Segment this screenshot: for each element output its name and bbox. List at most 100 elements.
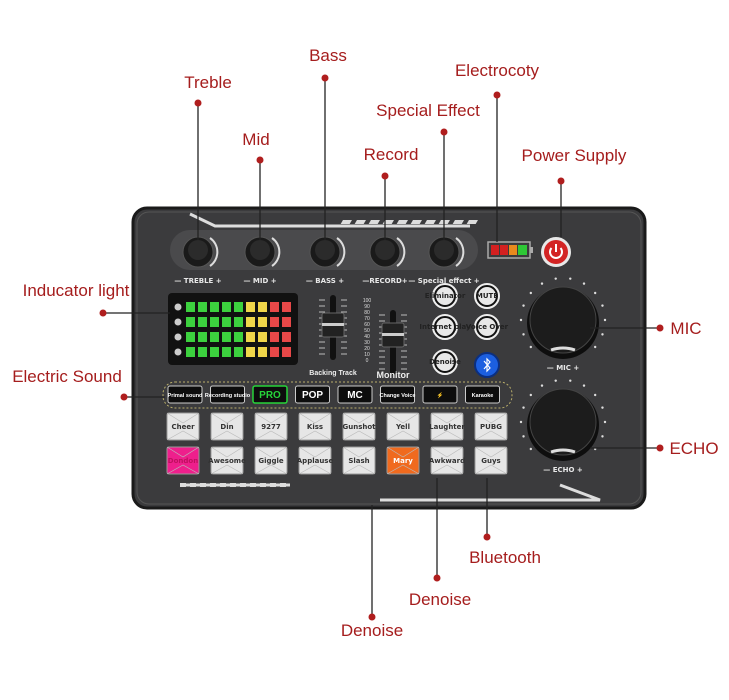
- hatch-mark: [410, 220, 422, 224]
- backing-track-fader[interactable]: [319, 295, 347, 360]
- callout-dot: [256, 156, 264, 164]
- side-button-1[interactable]: MUTE: [474, 283, 500, 309]
- callout-record: Record: [364, 145, 419, 240]
- echo-knob[interactable]: — ECHO +: [519, 379, 607, 474]
- callout-label: Record: [364, 145, 419, 164]
- sound-pad[interactable]: Giggle: [254, 446, 288, 475]
- sound-pad[interactable]: Awesome: [208, 446, 246, 475]
- mode-button-4[interactable]: MC: [337, 385, 373, 404]
- power-button[interactable]: [541, 237, 571, 267]
- bluetooth-button[interactable]: [474, 352, 500, 378]
- meter-led: [234, 347, 243, 357]
- mode-button-1[interactable]: Recording studio: [205, 385, 251, 404]
- knob-tick: [529, 291, 533, 295]
- sound-pad[interactable]: Applause: [297, 446, 334, 475]
- sound-pad[interactable]: Dondon: [166, 446, 200, 475]
- mode-button-7[interactable]: Karaoke: [465, 385, 500, 404]
- knob-tick: [569, 277, 572, 280]
- hatch-mark: [396, 220, 408, 224]
- mode-button-group: [162, 381, 513, 409]
- knob-record[interactable]: —RECORD+: [362, 236, 408, 285]
- sound-pad[interactable]: Slash: [342, 446, 376, 475]
- meter-led: [246, 302, 255, 312]
- sound-pad[interactable]: Din: [210, 412, 244, 441]
- fader-scale-tick: 10: [364, 352, 370, 358]
- sound-pad-label: Awkward: [429, 457, 465, 465]
- hatch-mark: [466, 220, 478, 224]
- knob-label: — TREBLE +: [174, 277, 221, 285]
- hatch-mark: [260, 483, 266, 487]
- mode-button-label: Karaoke: [472, 393, 494, 399]
- hatch-mark: [270, 483, 276, 487]
- side-button-4[interactable]: Denoise: [429, 349, 461, 375]
- hatch-mark: [210, 483, 216, 487]
- callout-echo: ECHO: [590, 439, 719, 458]
- sound-pad[interactable]: Yell: [386, 412, 420, 441]
- side-button-label: Eliminator: [425, 292, 466, 300]
- meter-led: [210, 317, 219, 327]
- mic-knob[interactable]: — MIC +: [519, 277, 607, 372]
- knob-tick: [603, 318, 607, 322]
- callout-label: Bluetooth: [469, 548, 541, 567]
- meter-led: [282, 317, 291, 327]
- mode-button-5[interactable]: Change Voice: [380, 385, 416, 404]
- callout-mid: Mid: [242, 130, 270, 240]
- knob-treble[interactable]: — TREBLE +: [174, 236, 222, 285]
- sound-pad[interactable]: Awkward: [429, 446, 465, 475]
- knob-tick: [522, 435, 525, 438]
- mode-button-label: ⚡: [437, 392, 444, 399]
- speaker-icon: [174, 318, 182, 326]
- meter-led: [270, 332, 279, 342]
- hatch-mark: [452, 220, 464, 224]
- callout-power-supply: Power Supply: [522, 146, 627, 237]
- meter-led: [186, 332, 195, 342]
- fader-scale-tick: 50: [364, 328, 370, 334]
- knob-tick: [603, 420, 607, 424]
- knob-special-effect[interactable]: — Special effect +: [408, 236, 480, 285]
- sound-pad[interactable]: Guys: [474, 446, 508, 475]
- callout-denoise-2: Denoise: [341, 505, 403, 640]
- meter-led: [198, 302, 207, 312]
- sound-pad[interactable]: Kiss: [298, 412, 332, 441]
- knob-tick: [529, 393, 533, 397]
- knob-tick: [522, 304, 525, 307]
- knob-tick: [522, 406, 525, 409]
- sound-pad[interactable]: Mary: [386, 446, 420, 475]
- hatch-mark: [180, 483, 186, 487]
- sound-pad[interactable]: Gunshot: [342, 412, 376, 441]
- monitor-fader[interactable]: [379, 310, 407, 375]
- knob-tick: [554, 277, 557, 280]
- knob-tick: [593, 393, 597, 397]
- meter-led: [198, 332, 207, 342]
- sound-pad[interactable]: PUBG: [474, 412, 508, 441]
- knob-tick: [601, 304, 604, 307]
- meter-led: [210, 347, 219, 357]
- callout-denoise-1: Denoise: [409, 478, 471, 609]
- sound-pad[interactable]: Cheer: [166, 412, 200, 441]
- side-button-2[interactable]: Internet play: [419, 314, 471, 340]
- sound-pad[interactable]: Laughter: [429, 412, 465, 441]
- sound-pad-label: Kiss: [307, 423, 323, 431]
- side-button-3[interactable]: Voice Over: [466, 314, 509, 340]
- backing-track-fader-label: Backing Track: [309, 370, 357, 377]
- callout-label: Electrocoty: [455, 61, 540, 80]
- mode-button-2[interactable]: PRO: [252, 385, 288, 404]
- callout-dot: [557, 177, 565, 185]
- mode-button-label: Recording studio: [205, 393, 251, 399]
- hatch-mark: [220, 483, 226, 487]
- callout-label: Inducator light: [23, 281, 130, 300]
- meter-led: [234, 317, 243, 327]
- fader-scale-tick: 60: [364, 322, 370, 328]
- mode-button-0[interactable]: Primal sound: [167, 385, 203, 404]
- side-button-0[interactable]: Eliminator: [425, 283, 466, 309]
- callout-label: Treble: [184, 73, 232, 92]
- sound-pad-label: Awesome: [208, 457, 246, 465]
- meter-led: [222, 347, 231, 357]
- side-button-label: Internet play: [419, 323, 471, 331]
- power-icon: [549, 247, 563, 259]
- mode-button-3[interactable]: POP: [295, 385, 330, 404]
- knob-label: — Special effect +: [408, 277, 479, 285]
- mode-button-6[interactable]: ⚡: [422, 385, 458, 404]
- meter-led: [246, 317, 255, 327]
- sound-pad[interactable]: 9277: [254, 412, 288, 441]
